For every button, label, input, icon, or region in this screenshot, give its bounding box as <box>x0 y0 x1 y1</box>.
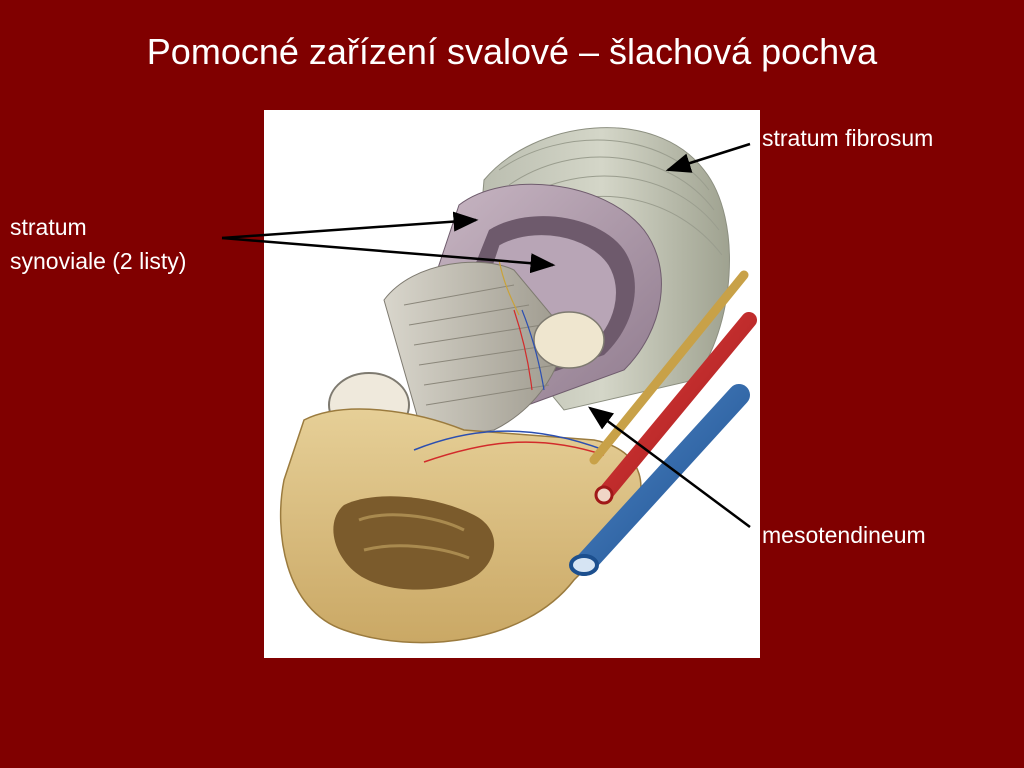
label-stratum-synoviale-line-2: synoviale (2 listy) <box>10 248 187 274</box>
marrow-cavity-shape <box>333 496 495 590</box>
tendon-sheath-illustration <box>264 110 760 658</box>
label-stratum-fibrosum: stratum fibrosum <box>762 125 934 151</box>
label-stratum-synoviale: stratum synoviale (2 listy) <box>10 210 186 278</box>
slide-title: Pomocné zařízení svalové – šlachová poch… <box>146 31 878 72</box>
label-stratum-synoviale-line-1: stratum <box>10 214 87 240</box>
label-mesotendineum: mesotendineum <box>762 522 926 548</box>
